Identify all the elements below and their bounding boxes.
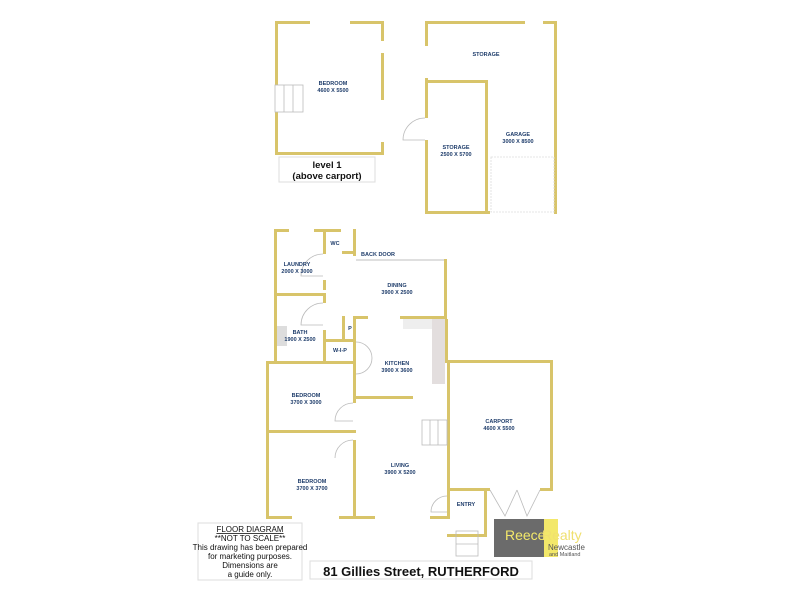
address-box: 81 Gillies Street, RUTHERFORD — [309, 560, 533, 580]
reece-realty-logo: Reece Realty Newcastle and Maitland — [494, 519, 585, 558]
svg-text:This drawing has been prepared: This drawing has been prepared — [193, 543, 308, 552]
room-size: 3700 X 3700 — [296, 486, 327, 492]
level-label: level 1 (above carport) — [278, 156, 376, 183]
room-name: GARAGE — [506, 132, 530, 138]
svg-text:FLOOR DIAGRAM: FLOOR DIAGRAM — [216, 525, 283, 534]
stairs-icon — [274, 84, 304, 113]
room-size: 2000 X 3000 — [281, 269, 312, 275]
garage-door — [490, 156, 555, 213]
room-name: STORAGE — [442, 145, 469, 151]
room-size: 3700 X 3000 — [290, 400, 321, 406]
outbuilding: STORAGE STORAGE 2500 X 5700 GARAGE 3000 … — [402, 21, 557, 214]
disclaimer-box: FLOOR DIAGRAM **NOT TO SCALE** This draw… — [193, 522, 308, 581]
svg-text:Reece: Reece — [505, 527, 546, 543]
svg-text:and Maitland: and Maitland — [549, 552, 581, 558]
upper-bedroom: BEDROOM 4600 X 5500 — [274, 21, 384, 155]
svg-text:a guide only.: a guide only. — [228, 570, 273, 579]
room-name: P — [348, 326, 352, 332]
room-name: W-I-P — [333, 348, 347, 354]
room-name: BATH — [293, 330, 308, 336]
door-swing-icon — [402, 117, 426, 141]
address: 81 Gillies Street, RUTHERFORD — [323, 564, 519, 579]
svg-text:Realty: Realty — [542, 527, 582, 543]
room-name: BEDROOM — [298, 479, 327, 485]
room-name: BEDROOM — [292, 393, 321, 399]
room-name: BACK DOOR — [361, 252, 395, 258]
stairs-icon — [455, 530, 479, 557]
room-name: LAUNDRY — [284, 262, 311, 268]
room-size: 3900 X 2500 — [381, 290, 412, 296]
room-name: STORAGE — [472, 52, 499, 58]
svg-text:**NOT TO SCALE**: **NOT TO SCALE** — [215, 534, 286, 543]
room-name: ENTRY — [457, 502, 476, 508]
room-name: WC — [330, 241, 339, 247]
room-size: 3900 X 3600 — [381, 368, 412, 374]
main-house: WC BACK DOOR LAUNDRY 2000 X 3000 DINING … — [266, 229, 553, 557]
svg-text:Newcastle: Newcastle — [548, 543, 585, 552]
room-name: BEDROOM — [319, 81, 348, 87]
room-size: 2500 X 5700 — [440, 152, 471, 158]
svg-text:(above carport): (above carport) — [292, 171, 361, 182]
room-size: 4600 X 5500 — [483, 426, 514, 432]
room-size: 3000 X 8500 — [502, 139, 533, 145]
svg-text:level 1: level 1 — [312, 160, 342, 171]
room-name: DINING — [387, 283, 406, 289]
svg-text:Dimensions are: Dimensions are — [222, 561, 278, 570]
room-name: LIVING — [391, 463, 409, 469]
room-name: CARPORT — [485, 419, 513, 425]
room-size: 3900 X 5200 — [384, 470, 415, 476]
room-size: 4600 X 5500 — [317, 88, 348, 94]
room-name: KITCHEN — [385, 361, 409, 367]
stairs-icon — [421, 419, 448, 446]
room-size: 1900 X 2500 — [284, 337, 315, 343]
svg-text:for marketing purposes.: for marketing purposes. — [208, 552, 292, 561]
